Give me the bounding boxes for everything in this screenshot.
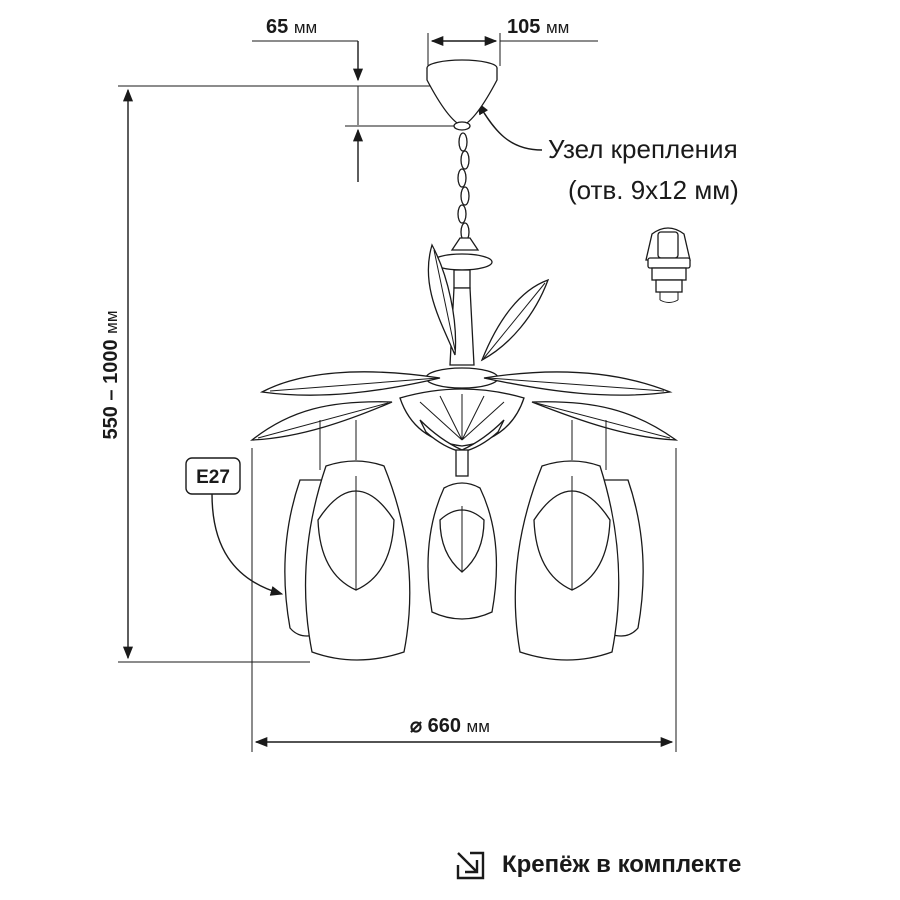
mount-callout: Узел крепления (отв. 9x12 мм) — [477, 101, 739, 205]
shade-front-left — [304, 420, 411, 661]
center-body — [399, 367, 525, 477]
dimension-canopy-width: 105 мм — [427, 16, 598, 66]
arrow-down-right-box-icon — [456, 851, 485, 880]
dimension-diameter-label: ⌀ 660 мм — [410, 715, 490, 737]
shade-center — [427, 482, 498, 620]
dimension-canopy-width-label: 105 мм — [507, 16, 569, 38]
chandelier-illustration — [250, 59, 679, 661]
svg-text:E27: E27 — [196, 467, 230, 488]
upper-leaves — [427, 243, 550, 362]
dimension-ceiling-offset: 65 мм — [252, 16, 460, 182]
dimension-height: 550 – 1000 мм — [100, 85, 430, 663]
shade-front-right — [514, 420, 620, 661]
mount-label-line2: (отв. 9x12 мм) — [568, 175, 739, 205]
dimension-diameter: ⌀ 660 мм — [251, 448, 677, 752]
footer-text: Крепёж в комплекте — [502, 851, 742, 878]
socket-badge: E27 — [185, 457, 284, 596]
chain — [450, 132, 480, 251]
arm-leaves — [250, 371, 679, 441]
ceiling-canopy — [426, 59, 498, 131]
mount-bracket-icon — [645, 227, 691, 303]
dimension-ceiling-offset-label: 65 мм — [266, 16, 317, 38]
dimension-height-label: 550 – 1000 мм — [100, 310, 122, 439]
mount-label-line1: Узел крепления — [548, 134, 738, 164]
footer-note: Крепёж в комплекте — [452, 842, 741, 888]
